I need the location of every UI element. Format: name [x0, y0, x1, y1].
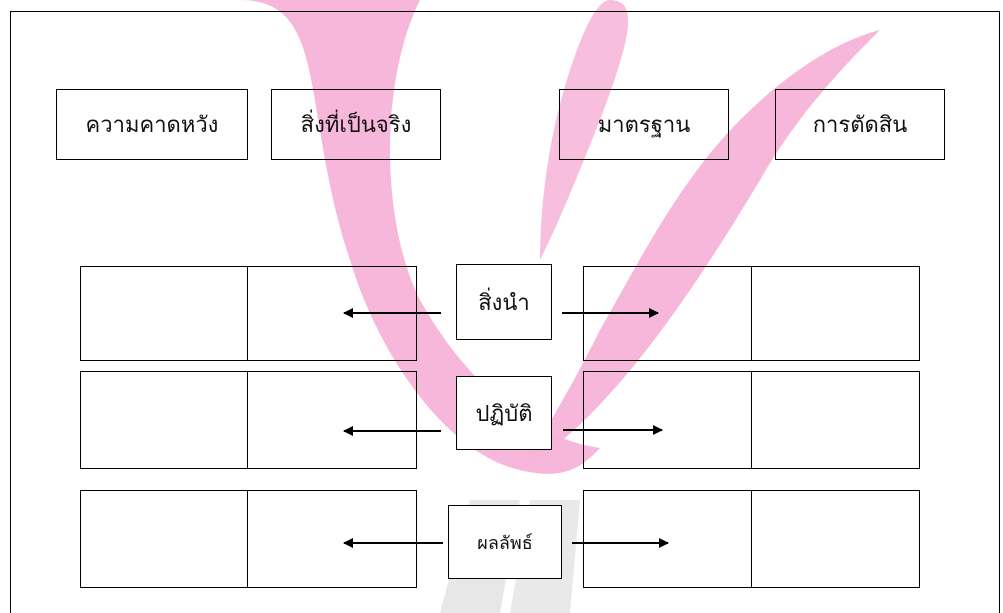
left-row-1-divider	[247, 266, 248, 361]
practice-label: ปฏิบัติ	[475, 401, 533, 427]
right-row-2-divider	[751, 371, 752, 469]
judgment-label: การตัดสิน	[812, 113, 908, 138]
reality-label: สิ่งที่เป็นจริง	[300, 113, 412, 138]
left-row-3-cell	[80, 490, 417, 588]
expectation-box: ความคาดหวัง	[56, 89, 248, 160]
right-row-3-divider	[751, 490, 752, 588]
diagram-frame	[10, 11, 1000, 613]
outcome-label: ผลลัพธ์	[477, 532, 533, 554]
input-box: สิ่งนำ	[456, 264, 552, 340]
reality-box: สิ่งที่เป็นจริง	[271, 89, 441, 160]
judgment-box: การตัดสิน	[775, 89, 945, 160]
left-row-3-divider	[247, 490, 248, 588]
left-row-2-cell	[80, 371, 417, 469]
standard-box: มาตรฐาน	[559, 89, 729, 160]
practice-box: ปฏิบัติ	[456, 376, 552, 450]
expectation-label: ความคาดหวัง	[85, 113, 219, 138]
input-label: สิ่งนำ	[478, 290, 530, 316]
outcome-box: ผลลัพธ์	[448, 505, 562, 579]
standard-label: มาตรฐาน	[597, 113, 691, 138]
right-row-1-divider	[751, 266, 752, 361]
left-row-2-divider	[247, 371, 248, 469]
